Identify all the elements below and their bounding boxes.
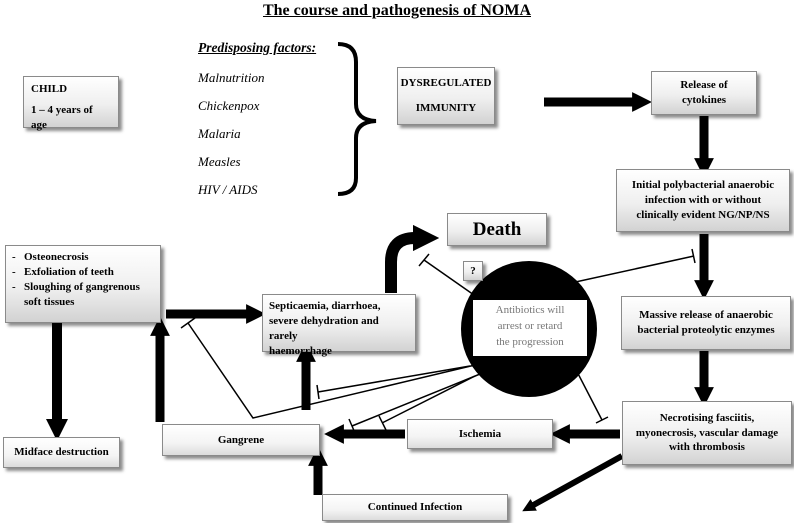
- death-box: Death: [447, 213, 547, 246]
- factor-malaria: Malaria: [198, 126, 241, 141]
- inhibit-to-gangrene: [351, 371, 486, 427]
- continued-infection-box: Continued Infection: [322, 494, 508, 521]
- osteo-item: Osteonecrosis: [10, 250, 156, 265]
- gangrene-box: Gangrene: [162, 424, 320, 456]
- osteo-item: Sloughing of gangrenous soft tissues: [10, 280, 156, 310]
- factor-hiv-aids: HIV / AIDS: [198, 182, 258, 197]
- inhibit-to-osteo: [187, 322, 497, 419]
- predisposing-header: Predisposing factors:: [198, 40, 317, 55]
- initial-infection-box: Initial polybacterial anaerobic infectio…: [616, 169, 790, 232]
- question-box: ?: [463, 261, 483, 281]
- osteo-item: Exfoliation of teeth: [10, 265, 156, 280]
- factor-chickenpox: Chickenpox: [198, 98, 260, 113]
- diagram-title: The course and pathogenesis of NOMA: [262, 2, 531, 19]
- dysregulated-immunity-box: DYSREGULATED IMMUNITY: [397, 67, 495, 125]
- inhibit-to-septicaemia: [317, 365, 471, 393]
- necrotising-box: Necrotising fasciitis, myonecrosis, vasc…: [622, 401, 792, 465]
- arrow-necrotising-to-continued: [522, 453, 624, 512]
- factor-measles: Measles: [198, 154, 241, 169]
- cytokines-box: Release of cytokines: [651, 71, 757, 115]
- factor-malnutrition: Malnutrition: [198, 70, 265, 85]
- arrow-septicaemia-to-death: [385, 224, 440, 293]
- midface-destruction-box: Midface destruction: [3, 437, 120, 468]
- antibiotics-label: Antibiotics will arrest or retard the pr…: [495, 304, 565, 348]
- ischemia-box: Ischemia: [407, 419, 553, 449]
- child-box: CHILD 1 – 4 years of age: [23, 76, 119, 131]
- enzymes-box: Massive release of anaerobic bacterial p…: [621, 296, 791, 350]
- osteonecrosis-box: Osteonecrosis Exfoliation of teeth Sloug…: [5, 245, 161, 323]
- inhibit-to-ischemia: [381, 375, 476, 424]
- brace-icon: [337, 42, 377, 196]
- septicaemia-box: Septicaemia, diarrhoea, severe dehydrati…: [262, 294, 416, 357]
